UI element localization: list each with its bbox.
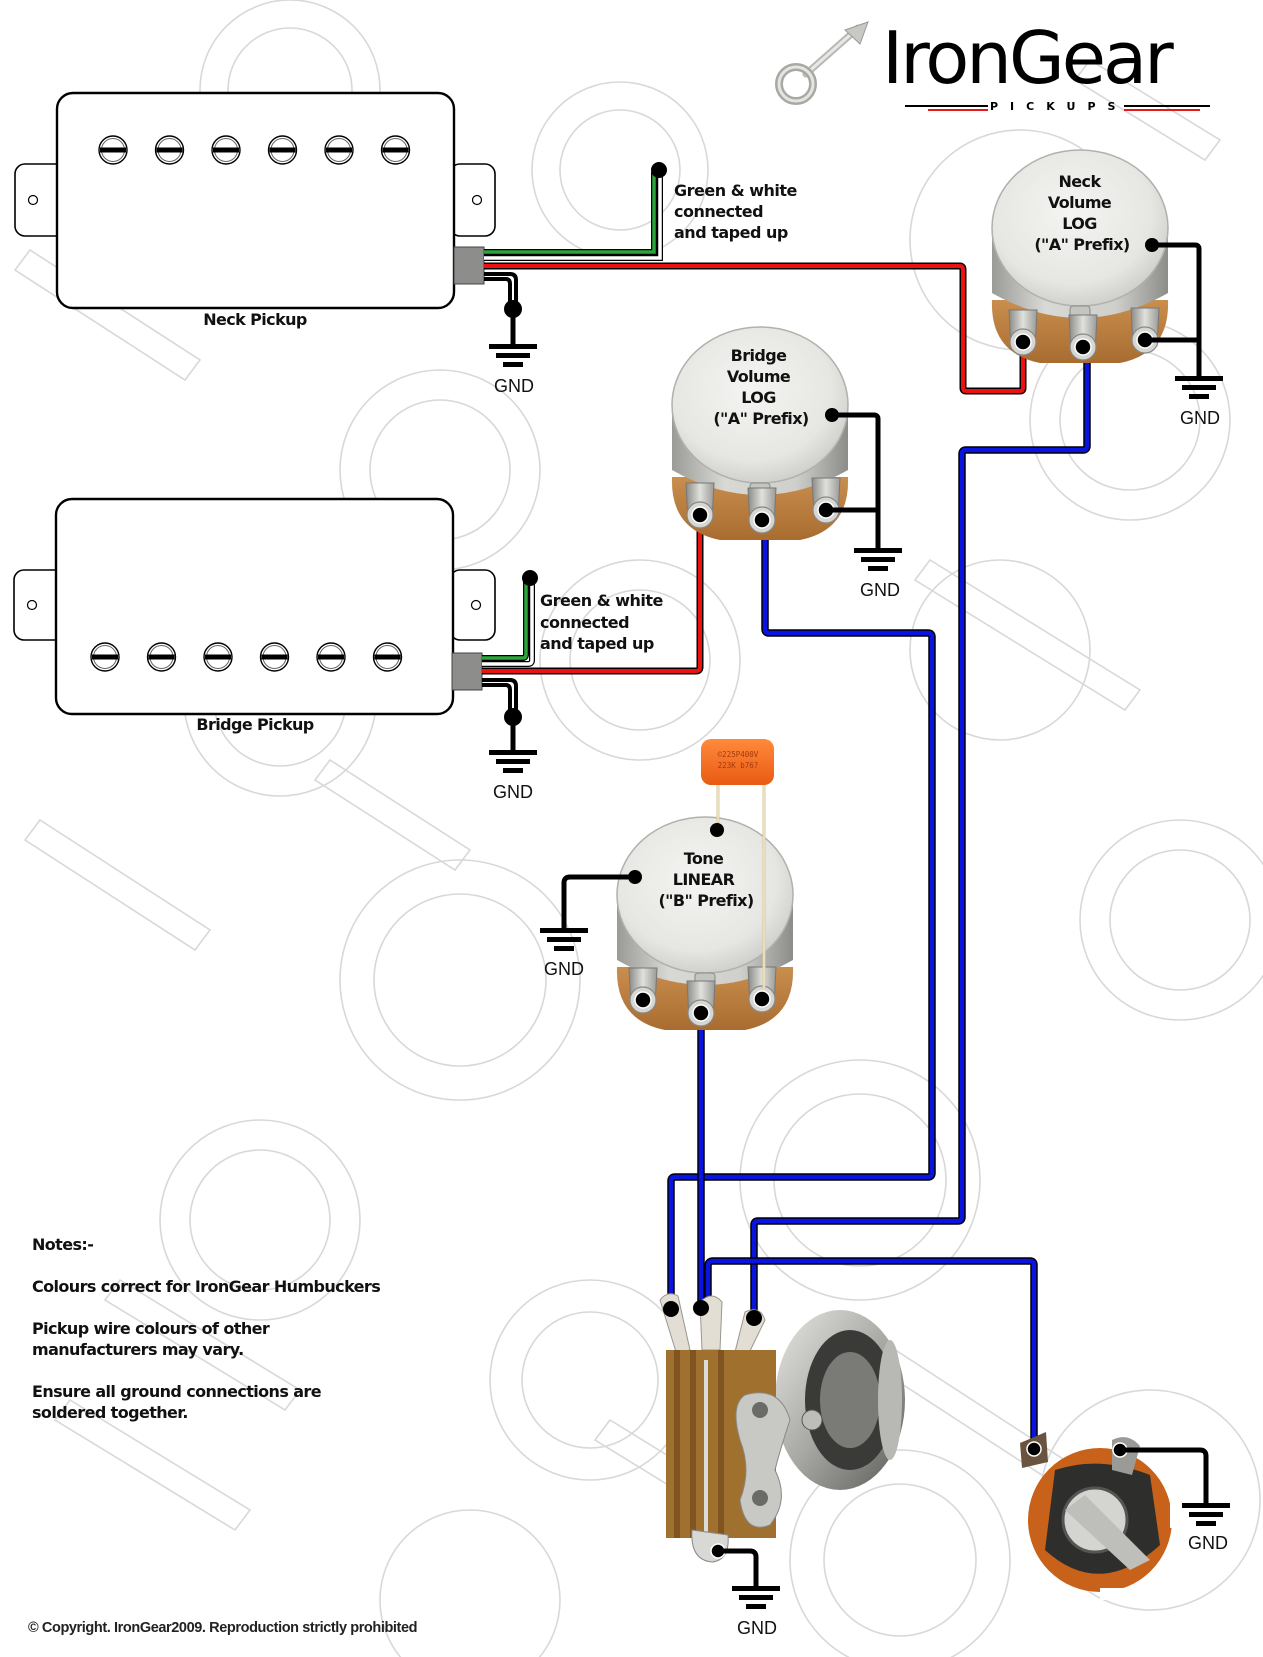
pole-piece-screw-icon — [146, 642, 177, 672]
pole-piece-screw-icon — [211, 135, 241, 165]
note-item: Pickup wire colours of other manufacture… — [32, 1319, 270, 1359]
bridge-volume-pot-label: Bridge Volume LOG ("A" Prefix) — [713, 346, 808, 428]
pot-lug — [747, 966, 777, 1013]
notes-block: Notes:- Colours correct for IronGear Hum… — [32, 1234, 392, 1444]
pot-lug — [685, 482, 715, 529]
pole-piece-screw-icon — [259, 642, 290, 672]
pole-piece-screw-icon — [203, 642, 233, 672]
notes-title: Notes:- — [32, 1235, 94, 1254]
gnd-label: GND — [493, 782, 533, 802]
neck-pickup-wires — [484, 162, 1027, 395]
bridge-pickup — [13, 497, 496, 716]
pot-lug — [1130, 307, 1160, 354]
neck-pickup — [14, 91, 496, 310]
pot-lug — [1068, 314, 1098, 361]
brand-subtitle: PICKUPS — [990, 100, 1128, 113]
neck-volume-pot — [991, 149, 1169, 363]
ground-symbol — [1175, 376, 1223, 399]
note-item: Colours correct for IronGear Humbuckers — [32, 1277, 381, 1296]
pot-lug — [1008, 309, 1038, 356]
bridge-volume-ground-wire — [825, 408, 881, 550]
gnd-label: GND — [860, 580, 900, 600]
tape-junction-dot — [651, 162, 667, 178]
pot-lug — [628, 967, 658, 1014]
gnd-label: GND — [1180, 408, 1220, 428]
output-jack — [1015, 1432, 1184, 1600]
tone-pot — [616, 816, 794, 1030]
signal-wires — [667, 350, 1091, 1447]
brand-logo: IronGear — [882, 16, 1174, 100]
tone-pot-label: Tone LINEAR ("B" Prefix) — [658, 849, 753, 910]
note-item: Ensure all ground connections are solder… — [32, 1382, 322, 1422]
pot-lug — [747, 487, 777, 534]
bridge-volume-pot — [671, 326, 849, 540]
logo-underline — [905, 105, 1210, 111]
pole-piece-screw-icon — [90, 642, 120, 672]
tone-capacitor: ©225P400V 223K b76? — [701, 739, 774, 990]
gnd-label: GND — [1188, 1533, 1228, 1553]
neck-tape-note: Green & white connected and taped up — [674, 181, 802, 242]
svg-text:223K b76?: 223K b76? — [718, 761, 759, 770]
tone-ground-wire — [561, 870, 642, 930]
pole-piece-screw-icon — [316, 642, 346, 672]
pole-pieces — [98, 135, 411, 165]
svg-text:©225P400V: ©225P400V — [718, 750, 759, 759]
neck-pickup-label: Neck Pickup — [203, 310, 307, 329]
gnd-label: GND — [494, 376, 534, 396]
pot-lug — [811, 477, 841, 524]
irongear-logo-icon — [775, 21, 869, 105]
neck-volume-ground-wire — [1145, 238, 1202, 378]
bridge-pickup-wires — [482, 515, 704, 752]
ground-symbol — [854, 548, 902, 571]
bridge-pickup-label: Bridge Pickup — [196, 715, 313, 734]
copyright-notice: © Copyright. IronGear2009. Reproduction … — [28, 1620, 418, 1636]
ground-symbol — [489, 750, 537, 773]
ground-symbol — [1182, 1503, 1230, 1526]
pole-piece-screw-icon — [372, 642, 403, 672]
output-jack-barrel — [659, 1293, 905, 1563]
pole-piece-screw-icon — [98, 135, 128, 165]
pole-piece-screw-icon — [380, 135, 411, 165]
gnd-label: GND — [544, 959, 584, 979]
switch-ground-wire — [718, 1548, 759, 1588]
pole-piece-screw-icon — [267, 135, 298, 165]
jack-ground-wire — [1120, 1447, 1209, 1505]
pole-piece-screw-icon — [324, 135, 354, 165]
pole-pieces — [90, 642, 403, 672]
tape-junction-dot — [522, 570, 538, 586]
ground-symbol — [489, 344, 537, 367]
pole-piece-screw-icon — [154, 135, 185, 165]
gnd-label: GND — [737, 1618, 777, 1638]
pot-lug — [686, 980, 716, 1027]
bridge-tape-note: Green & white connected and taped up — [540, 591, 668, 653]
ground-symbol — [732, 1586, 780, 1609]
neck-volume-pot-label: Neck Volume LOG ("A" Prefix) — [1034, 172, 1129, 254]
ground-symbol — [540, 928, 588, 951]
